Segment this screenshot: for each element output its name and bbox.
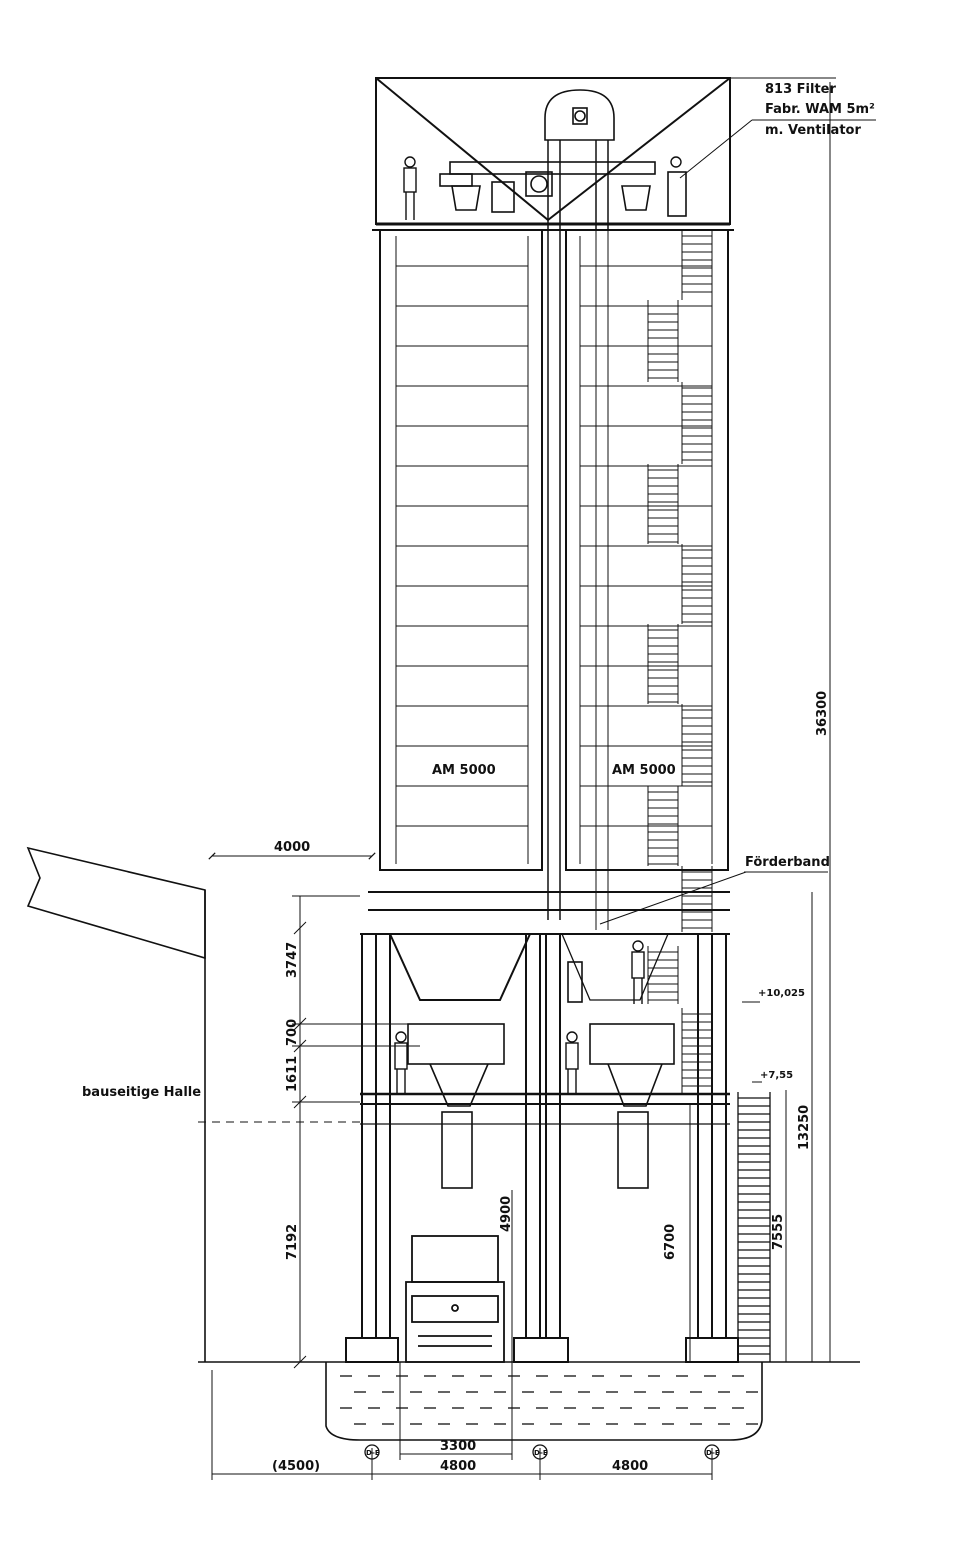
silo-left-label: AM 5000 bbox=[432, 763, 496, 778]
axis-marker-1: D-E bbox=[366, 1449, 380, 1457]
person-figures bbox=[394, 156, 682, 1094]
outside-stair bbox=[737, 1092, 771, 1362]
dim-bay-left: 4800 bbox=[440, 1459, 476, 1474]
dim-mixer-height: 1611 bbox=[285, 1056, 300, 1092]
level-upper: +10,025 bbox=[758, 988, 805, 999]
roof-housing bbox=[372, 77, 734, 231]
conveyor-label: Förderband bbox=[745, 855, 830, 870]
bucket-elevator bbox=[547, 140, 609, 930]
level-lower: +7,55 bbox=[760, 1070, 793, 1081]
foundation-hatch bbox=[340, 1375, 758, 1425]
truck bbox=[405, 1235, 505, 1363]
filter-note-line3: m. Ventilator bbox=[765, 123, 861, 138]
silo-rings bbox=[396, 265, 712, 827]
side-ladders bbox=[647, 230, 713, 1094]
filter-note-line1: 813 Filter bbox=[765, 82, 836, 97]
dim-clearance-right: 6700 bbox=[663, 1224, 678, 1260]
foundation bbox=[325, 1362, 763, 1441]
hall-label: bauseitige Halle bbox=[82, 1085, 201, 1100]
dim-stair-height: 7555 bbox=[771, 1214, 786, 1250]
dim-platform-height: 700 bbox=[285, 1019, 300, 1046]
dim-bay-right: 4800 bbox=[612, 1459, 648, 1474]
dim-clearance-left: 7192 bbox=[285, 1224, 300, 1260]
dim-truck-width: 3300 bbox=[440, 1439, 476, 1454]
axis-marker-3: D-E bbox=[706, 1449, 720, 1457]
mixers bbox=[407, 961, 675, 1189]
dim-hopper-height: 3747 bbox=[285, 942, 300, 978]
filter-note-line2: Fabr. WAM 5m² bbox=[765, 102, 875, 117]
dim-truck-clearance: 4900 bbox=[499, 1196, 514, 1232]
dim-total-height: 36300 bbox=[815, 691, 830, 736]
hall-outline bbox=[26, 846, 860, 1363]
axis-markers bbox=[364, 1444, 720, 1460]
support-structure bbox=[345, 891, 739, 1363]
dim-lower-height: 13250 bbox=[797, 1105, 812, 1150]
dim-bay-outer: (4500) bbox=[272, 1459, 320, 1474]
silo-right-label: AM 5000 bbox=[612, 763, 676, 778]
dimension-lines bbox=[208, 77, 876, 1480]
dim-hall-width: 4000 bbox=[274, 840, 310, 855]
axis-marker-2: D-E bbox=[534, 1449, 548, 1457]
filter-unit bbox=[439, 89, 687, 217]
